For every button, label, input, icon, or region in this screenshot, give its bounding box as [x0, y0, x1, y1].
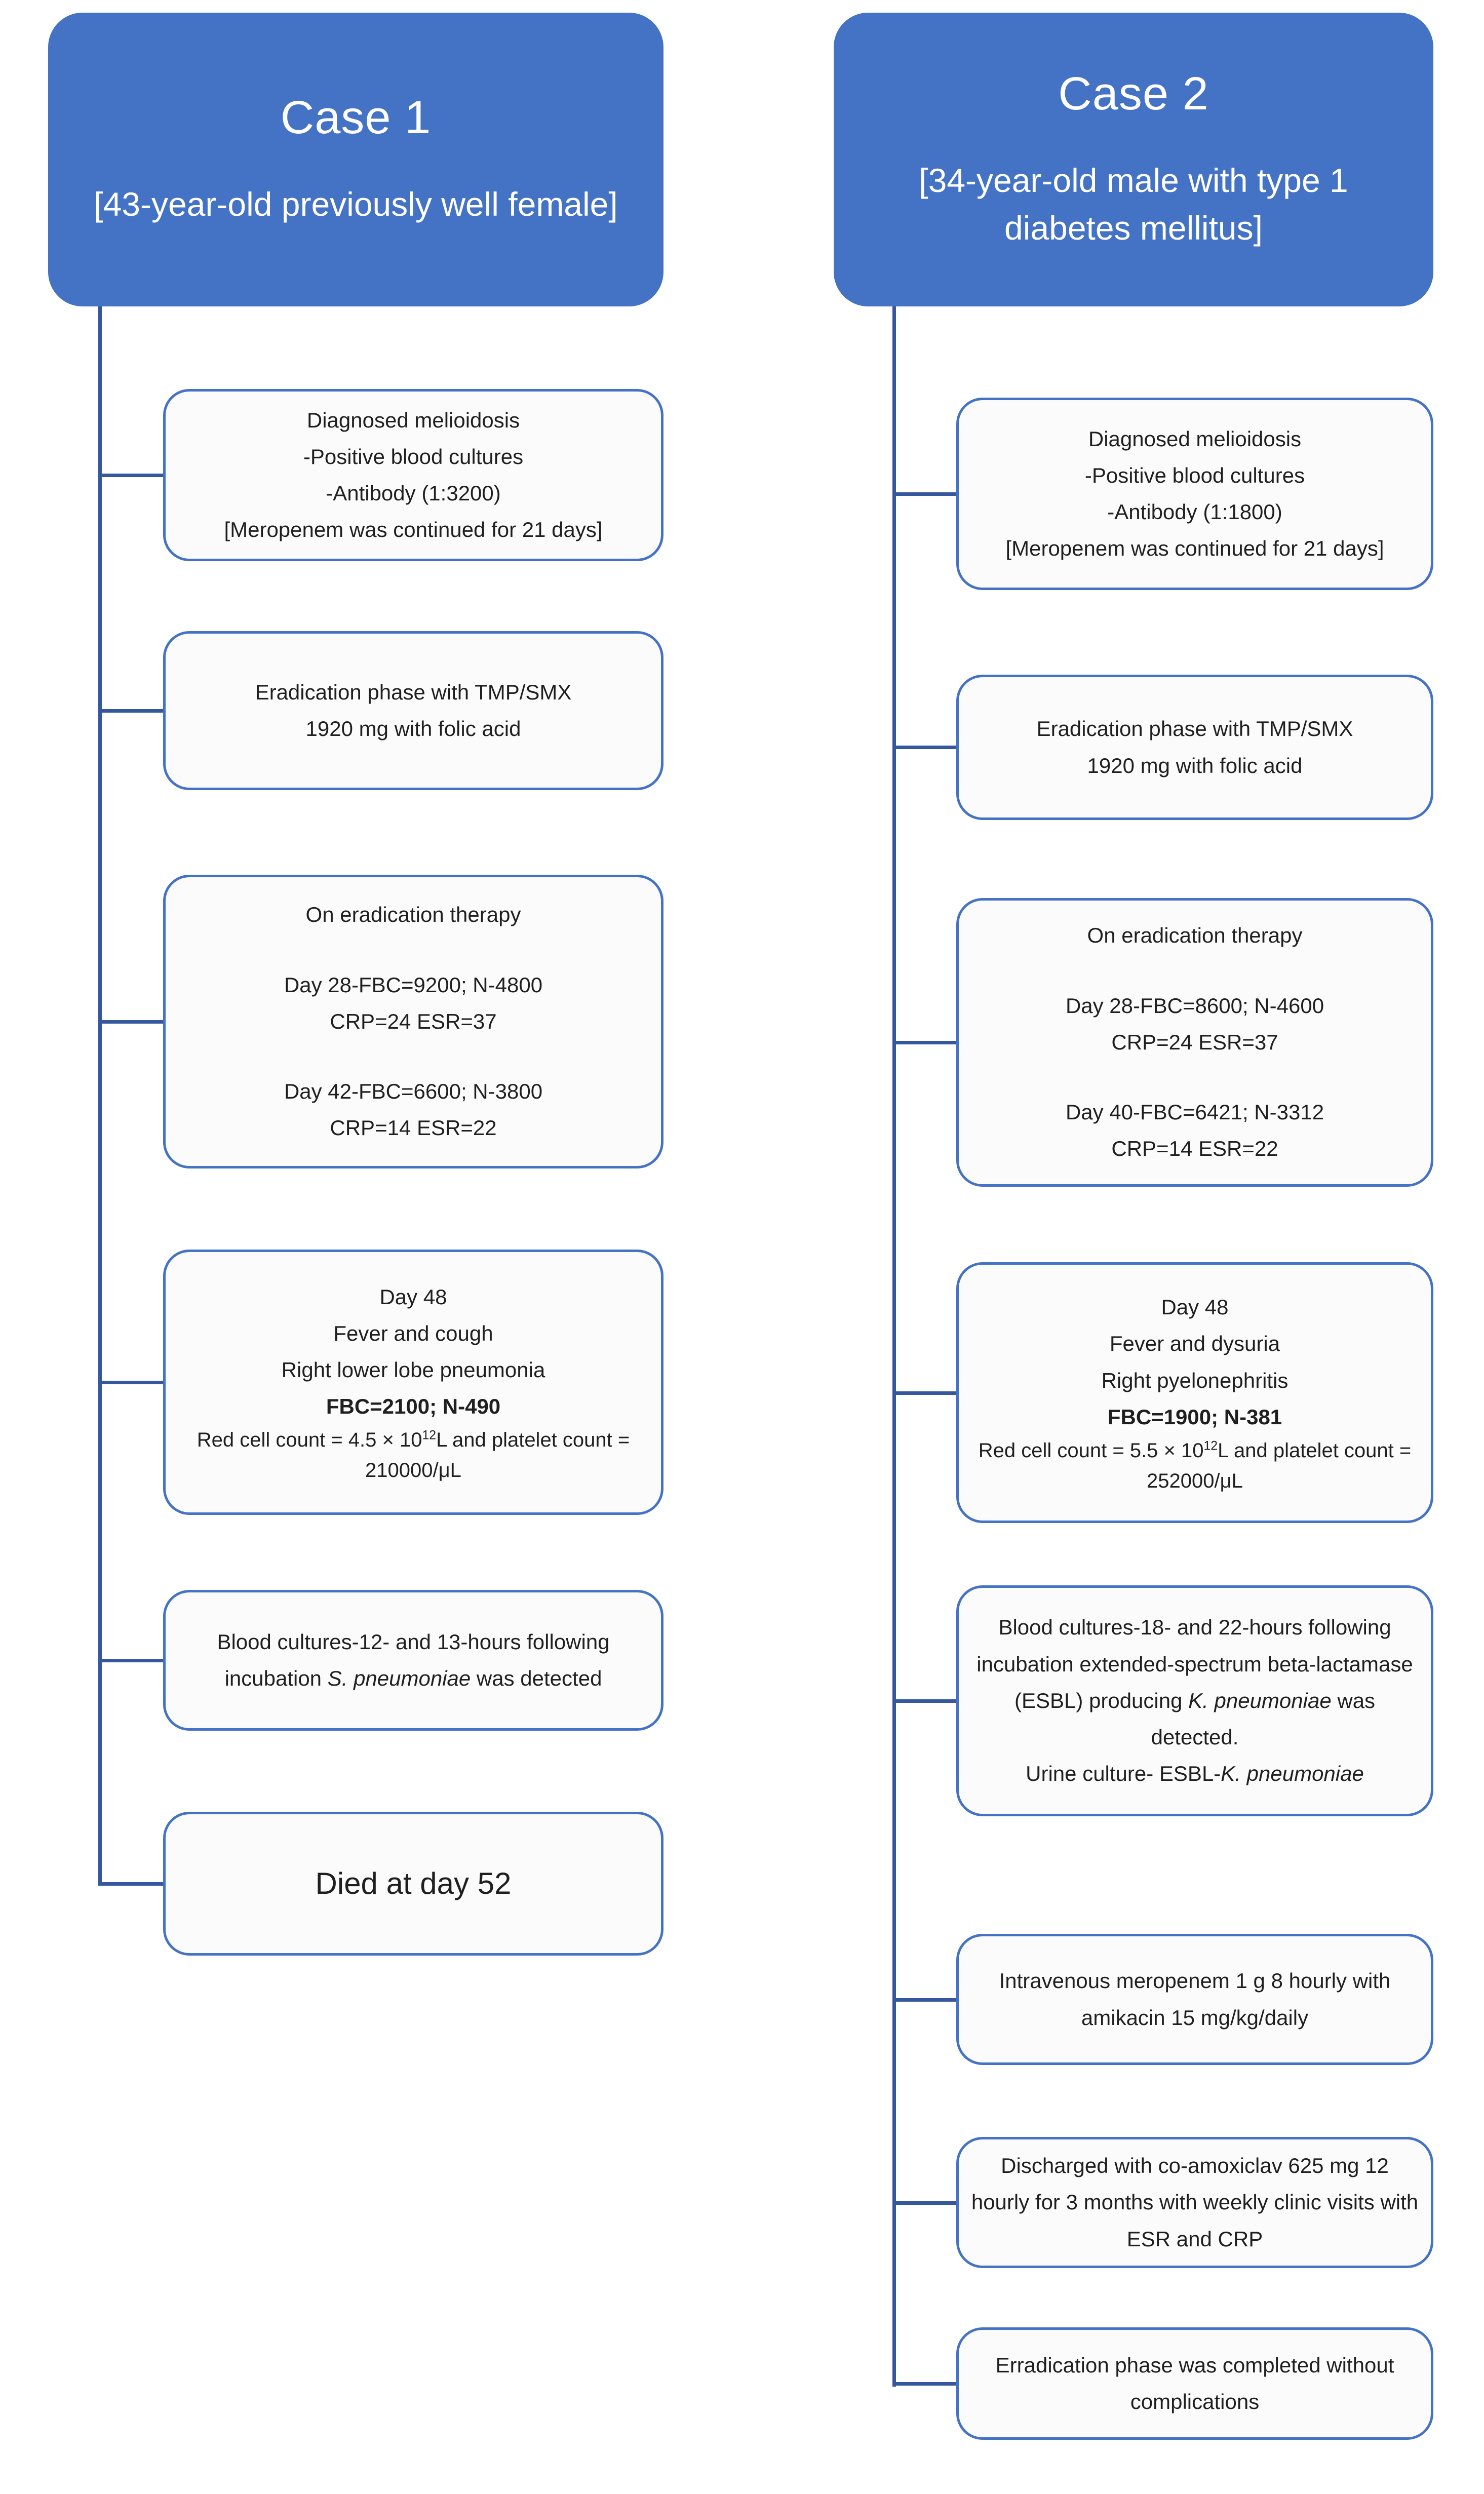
case2-header: Case 2 [34-year-old male with type 1 dia… [834, 13, 1433, 306]
therapy-crp: CRP=24 ESR=37 [1111, 1030, 1278, 1054]
diagnosis-line: Diagnosed melioidosis [1088, 426, 1302, 451]
day48-line: Day 48 [1161, 1295, 1229, 1319]
day48-line: Fever and cough [333, 1321, 493, 1345]
case2-box-outcome: Erradication phase was completed without… [956, 2327, 1433, 2440]
case2-connector-3 [894, 1041, 958, 1044]
organism-name: K. pneumoniae [1221, 1762, 1364, 1786]
therapy-day40: Day 40-FBC=6421; N-3312 [1065, 1100, 1324, 1124]
case1-trunk-line [98, 306, 102, 1886]
case2-connector-5 [894, 1699, 958, 1703]
case2-connector-2 [894, 746, 958, 749]
case1-box-day48: Day 48 Fever and cough Right lower lobe … [163, 1250, 663, 1515]
diagnosis-line: [Meropenem was continued for 21 days] [1005, 536, 1384, 561]
therapy-crp: CRP=14 ESR=22 [330, 1116, 497, 1140]
case1-connector-3 [100, 1020, 165, 1024]
therapy-crp: CRP=14 ESR=22 [1111, 1137, 1278, 1161]
diagnosis-line: Diagnosed melioidosis [306, 408, 520, 432]
diagnosis-line: -Antibody (1:1800) [1107, 500, 1282, 524]
outcome-text: Erradication phase was completed without… [995, 2353, 1394, 2413]
iv-treatment-text: Intravenous meropenem 1 g 8 hourly with … [999, 1969, 1391, 2030]
case1-connector-5 [100, 1659, 165, 1662]
diagnosis-line: -Antibody (1:3200) [326, 481, 501, 505]
case1-box-outcome: Died at day 52 [163, 1812, 663, 1956]
case2-box-iv-treatment: Intravenous meropenem 1 g 8 hourly with … [956, 1934, 1433, 2065]
diagnosis-line: -Positive blood cultures [303, 444, 524, 469]
diagnosis-line: -Positive blood cultures [1084, 463, 1305, 487]
case1-box-blood-cultures: Blood cultures-12- and 13-hours followin… [163, 1590, 663, 1731]
therapy-day42: Day 42-FBC=6600; N-3800 [284, 1079, 543, 1104]
case1-subtitle: [43-year-old previously well female] [94, 185, 618, 223]
case2-box-blood-cultures: Blood cultures-18- and 22-hours followin… [956, 1585, 1433, 1816]
urine-culture-text: Urine culture- ESBL-K. pneumoniae [1026, 1762, 1364, 1786]
case1-box-diagnosis: Diagnosed melioidosis -Positive blood cu… [163, 389, 663, 561]
outcome-text: Died at day 52 [315, 1866, 512, 1901]
eradication-line: Eradication phase with TMP/SMX [255, 680, 572, 704]
case2-box-diagnosis: Diagnosed melioidosis -Positive blood cu… [956, 398, 1433, 590]
case2-box-eradication-phase: Eradication phase with TMP/SMX 1920 mg w… [956, 675, 1433, 820]
eradication-line: 1920 mg with folic acid [1087, 753, 1303, 777]
day48-line: Right lower lobe pneumonia [281, 1358, 545, 1382]
case1-header: Case 1 [43-year-old previously well fema… [48, 13, 663, 306]
organism-name: K. pneumoniae [1188, 1688, 1332, 1712]
day48-redcell: Red cell count = 4.5 × 1012L and platele… [197, 1429, 630, 1482]
discharge-text: Discharged with co-amoxiclav 625 mg 12 h… [971, 2154, 1419, 2251]
eradication-line: Eradication phase with TMP/SMX [1036, 717, 1353, 741]
case2-connector-1 [894, 492, 958, 496]
case2-connector-8 [894, 2382, 958, 2386]
day48-redcell: Red cell count = 5.5 × 1012L and platele… [978, 1439, 1412, 1492]
case1-title: Case 1 [280, 91, 432, 143]
therapy-title: On eradication therapy [1087, 923, 1303, 948]
case2-connector-7 [894, 2201, 958, 2205]
case2-title: Case 2 [1058, 67, 1209, 120]
case2-connector-4 [894, 1391, 958, 1395]
case1-box-eradication-phase: Eradication phase with TMP/SMX 1920 mg w… [163, 631, 663, 790]
day48-line: Right pyelonephritis [1101, 1368, 1288, 1392]
case1-connector-2 [100, 709, 165, 713]
diagnosis-line: [Meropenem was continued for 21 days] [224, 518, 603, 542]
day48-fbc: FBC=1900; N-381 [1107, 1405, 1282, 1429]
case1-connector-4 [100, 1381, 165, 1384]
eradication-line: 1920 mg with folic acid [305, 717, 521, 741]
therapy-day28: Day 28-FBC=9200; N-4800 [284, 972, 543, 997]
case2-connector-6 [894, 1998, 958, 2002]
day48-line: Day 48 [379, 1284, 447, 1309]
day48-fbc: FBC=2100; N-490 [326, 1394, 501, 1419]
case2-box-on-therapy: On eradication therapy Day 28-FBC=8600; … [956, 898, 1433, 1187]
case2-trunk-line [892, 306, 896, 2387]
organism-name: S. pneumoniae [327, 1666, 471, 1690]
therapy-crp: CRP=24 ESR=37 [330, 1009, 497, 1033]
blood-culture-text: Blood cultures-12- and 13-hours followin… [217, 1629, 610, 1690]
blood-culture-text: Blood cultures-18- and 22-hours followin… [977, 1615, 1413, 1749]
case2-box-discharge: Discharged with co-amoxiclav 625 mg 12 h… [956, 2137, 1433, 2268]
therapy-day28: Day 28-FBC=8600; N-4600 [1065, 993, 1324, 1018]
case1-connector-6 [100, 1882, 165, 1886]
case2-box-day48: Day 48 Fever and dysuria Right pyeloneph… [956, 1262, 1433, 1523]
case1-box-on-therapy: On eradication therapy Day 28-FBC=9200; … [163, 875, 663, 1168]
case1-connector-1 [100, 474, 165, 477]
therapy-title: On eradication therapy [305, 903, 521, 927]
case2-subtitle: [34-year-old male with type 1 diabetes m… [919, 161, 1348, 247]
day48-line: Fever and dysuria [1109, 1332, 1280, 1356]
